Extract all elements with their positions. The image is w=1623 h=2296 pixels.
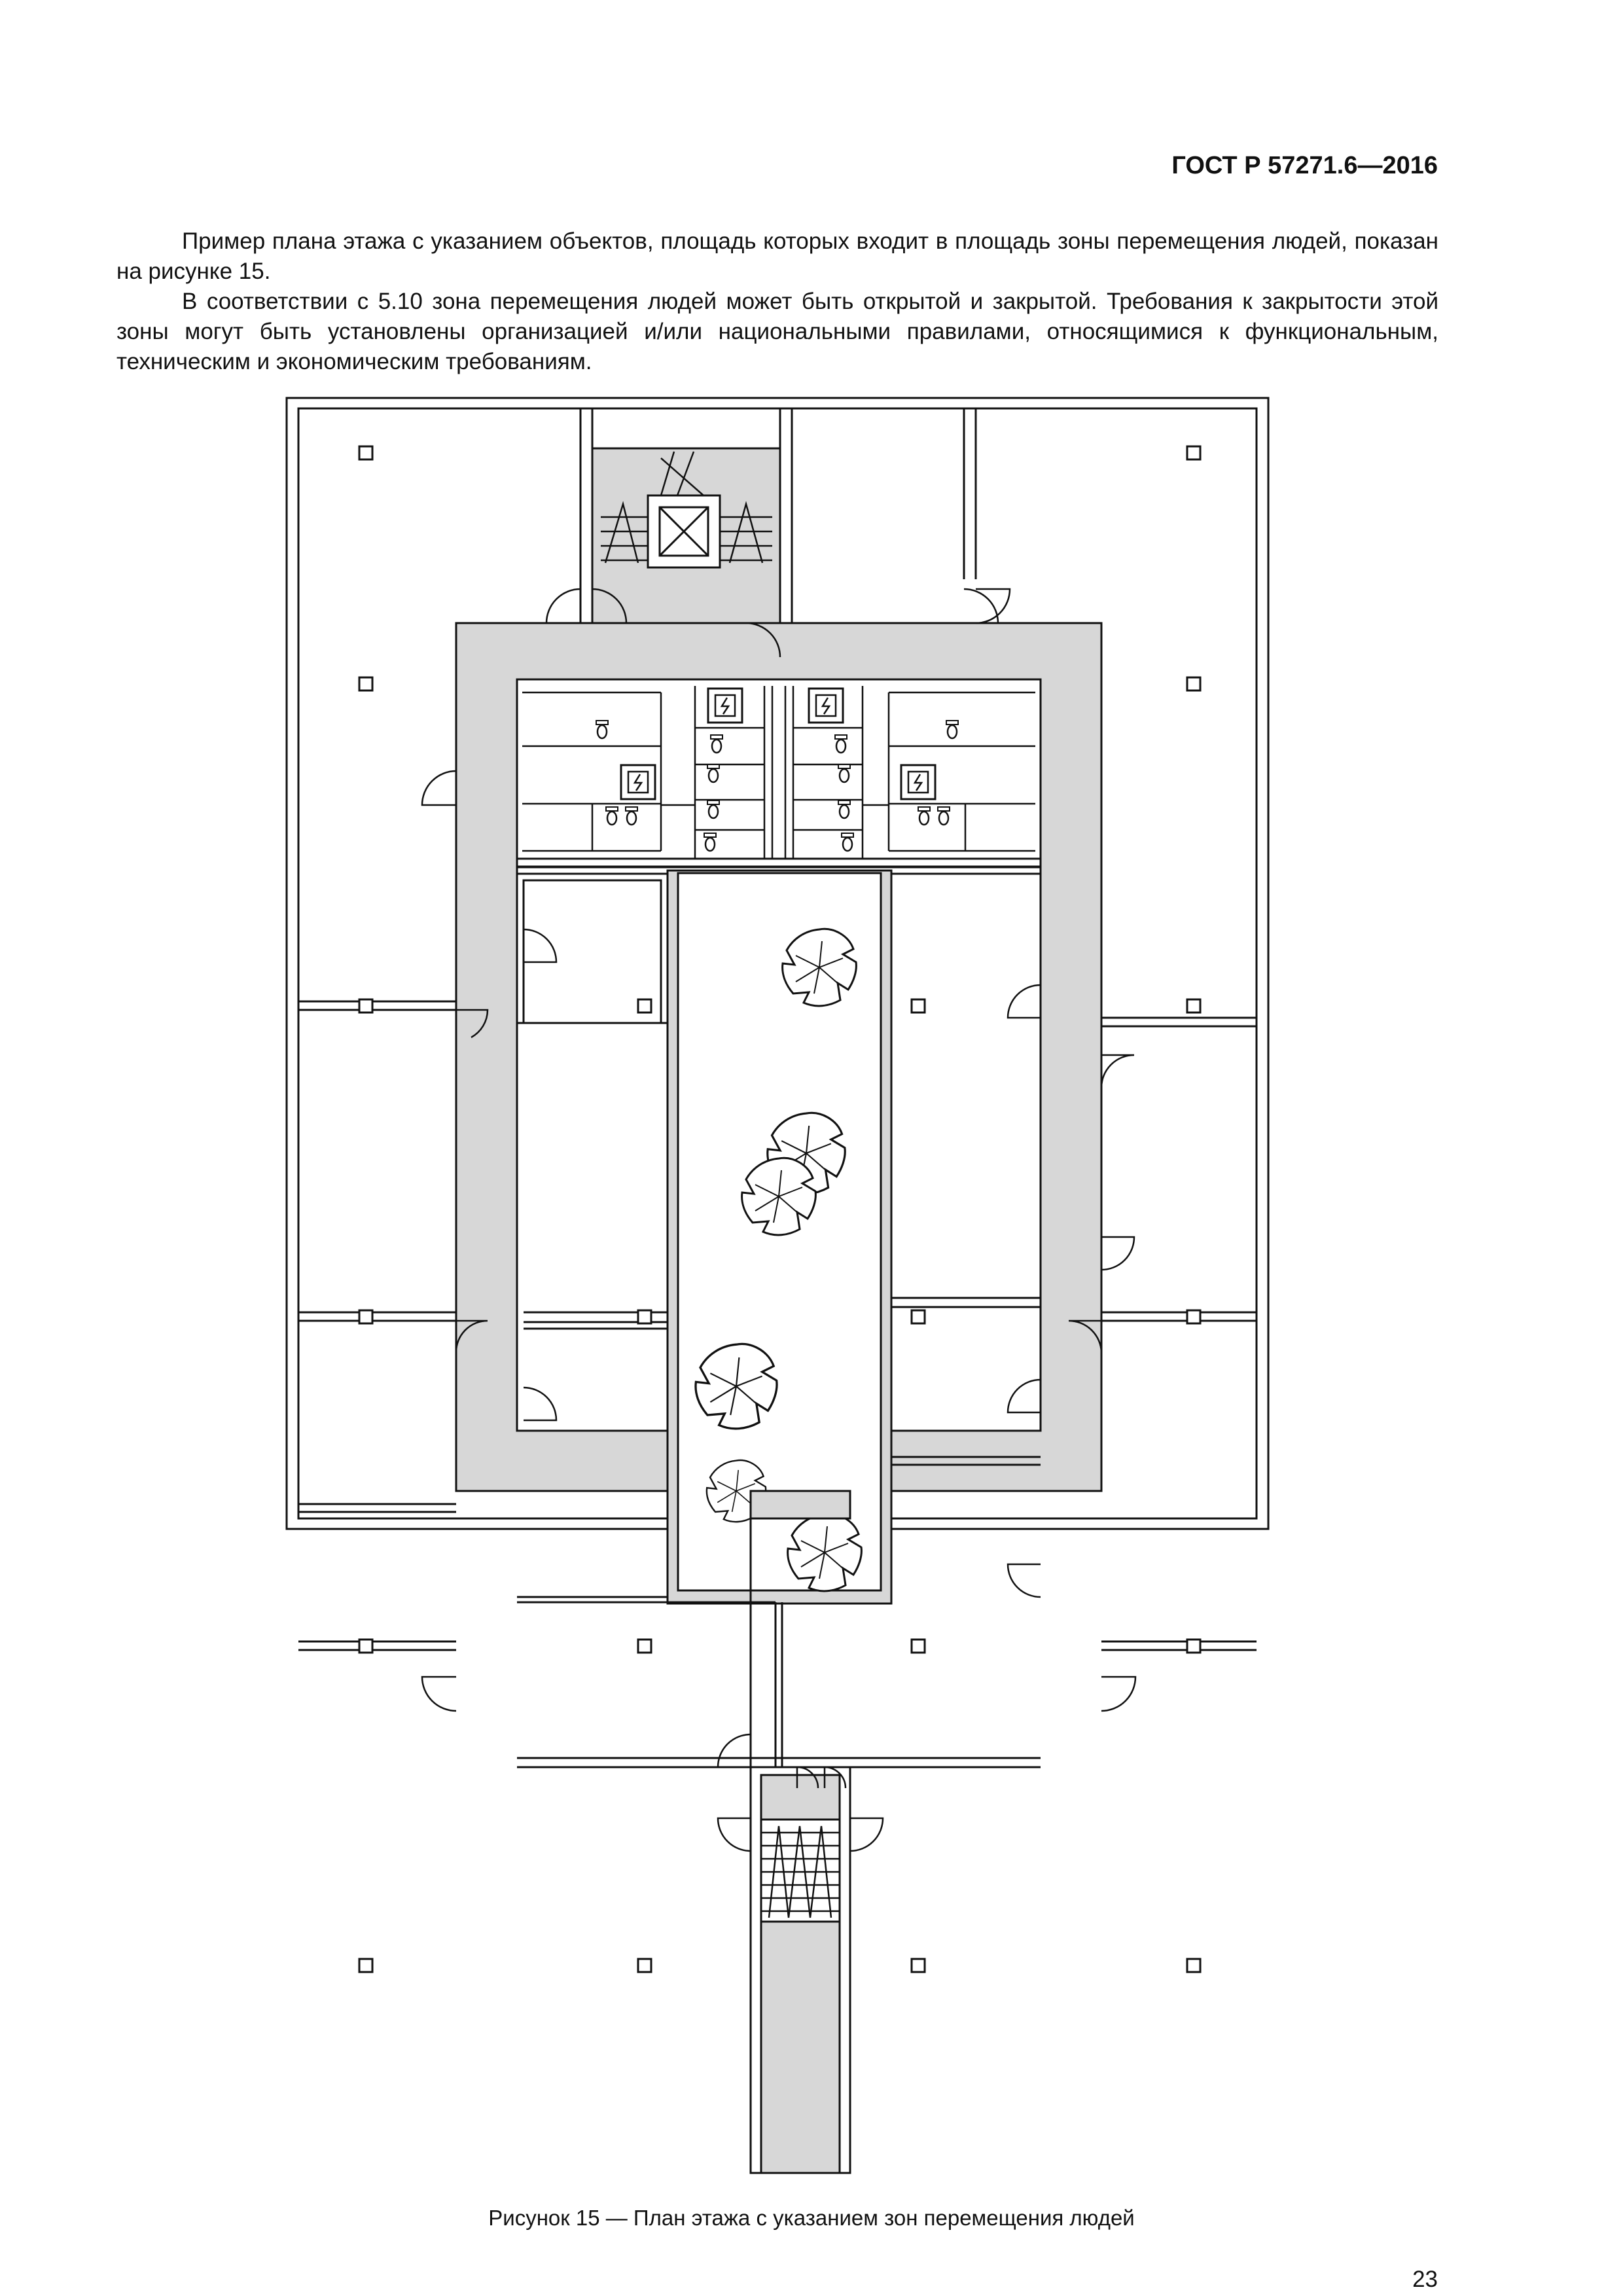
restroom-partitions	[522, 686, 1035, 859]
floor-plan	[285, 397, 1270, 2174]
document-code: ГОСТ Р 57271.6—2016	[1171, 152, 1438, 179]
figure-caption: Рисунок 15 — План этажа с указанием зон …	[488, 2206, 1135, 2230]
body-text: Пример плана этажа с указанием объектов,…	[116, 226, 1438, 377]
restroom-block	[516, 678, 1042, 869]
paragraph-2: В соответствии с 5.10 зона перемещения л…	[116, 289, 1438, 374]
perimeter-walls	[298, 1000, 1257, 1651]
door-swing-icon	[421, 588, 1137, 1852]
paragraph-1: Пример плана этажа с указанием объектов,…	[116, 228, 1438, 284]
elevator-icon	[647, 494, 721, 569]
stairs-icon	[749, 1490, 851, 1767]
stairs-icon	[601, 451, 772, 564]
page-number: 23	[1412, 2267, 1438, 2292]
